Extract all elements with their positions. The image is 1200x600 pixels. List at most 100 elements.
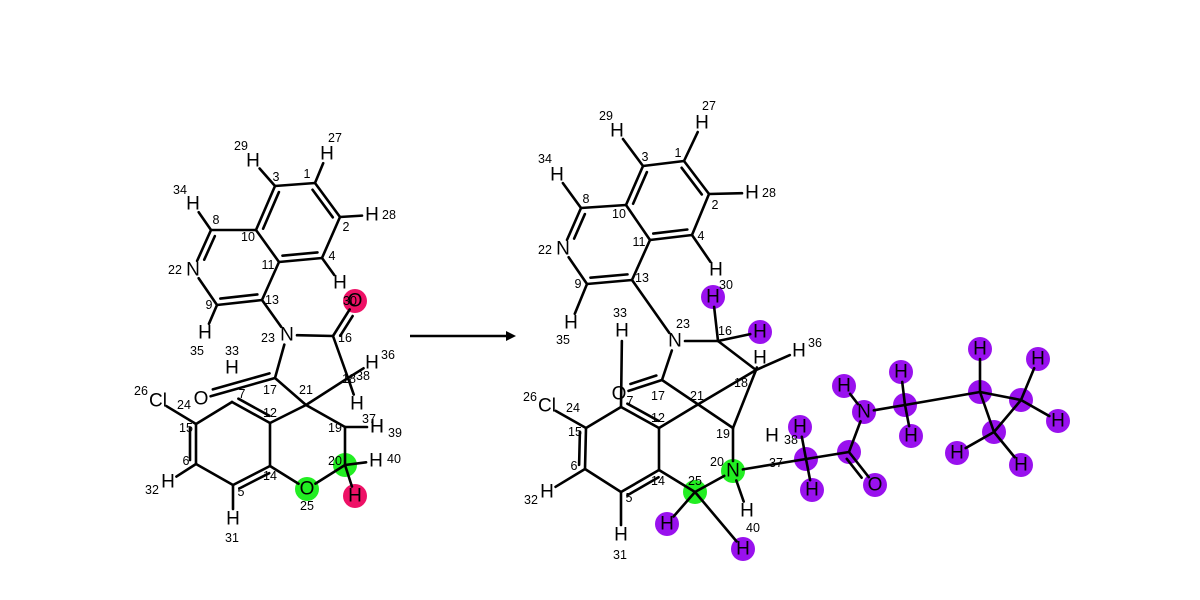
product-atom-number-h35: 35	[556, 333, 570, 347]
product-bond	[579, 203, 628, 210]
product-bond	[554, 409, 588, 430]
reactant-atom-h38: H	[350, 394, 364, 415]
reactant-bond-double	[211, 372, 271, 391]
product-bond	[690, 192, 711, 237]
product-atom-n20: N	[726, 461, 740, 482]
product-atom-number-h36: 36	[808, 336, 822, 350]
product-atom-number-c9: 9	[575, 277, 582, 291]
product-atom-hp16: H	[753, 322, 767, 343]
product-atom-number-c16: 16	[718, 324, 732, 338]
product-bond	[754, 353, 792, 372]
reactant-atom-number-c2: 2	[343, 220, 350, 234]
product-bond	[695, 368, 758, 407]
product-highlight-hcp2b	[1046, 409, 1070, 433]
reactant-atom-o25: O	[300, 479, 315, 500]
product-atom-h27: H	[695, 113, 709, 134]
reactant-atom-h30: H	[333, 273, 347, 294]
reactant-bond	[273, 181, 317, 188]
product-atom-number-h29: 29	[599, 109, 613, 123]
reactant-atom-number-c24: 24	[177, 398, 191, 412]
reactant-atom-h37: H	[370, 417, 384, 438]
reactant-atom-number-c7: 7	[239, 387, 246, 401]
product-atom-number-h40: 40	[746, 521, 760, 535]
product-highlight-nam	[852, 400, 876, 424]
product-highlight-n20	[721, 459, 745, 483]
reactant-atom-number-n23: 23	[261, 331, 275, 345]
reactant-atom-number-h38: 38	[356, 369, 370, 383]
reactant-bond	[194, 400, 234, 426]
reactant-atom-number-h27: 27	[328, 131, 342, 145]
product-bond	[619, 405, 661, 430]
product-bond-double	[626, 475, 660, 497]
product-atom-number-c3: 3	[642, 150, 649, 164]
product-highlight-hp25a	[655, 512, 679, 536]
reactant-bond	[295, 333, 335, 338]
reactant-highlight-o30	[343, 289, 367, 313]
product-bond-double	[680, 166, 704, 196]
product-bond-double	[572, 212, 587, 240]
product-atom-number-c1: 1	[675, 146, 682, 160]
reactant-bond-double	[261, 190, 281, 231]
product-highlight-hp30	[701, 285, 725, 309]
product-highlight-hch2a	[889, 360, 913, 384]
product-bond	[978, 390, 996, 434]
arrow-head-icon	[506, 331, 516, 341]
reactant-bond	[195, 228, 213, 263]
product-atom-oco: O	[868, 475, 883, 496]
product-bond	[1019, 366, 1036, 402]
reactant-atom-number-n22: 22	[168, 263, 182, 277]
product-bond	[693, 474, 726, 494]
reactant-atom-h33: H	[225, 358, 239, 379]
reactant-atom-number-o25: 25	[300, 499, 314, 513]
reactant-bond	[194, 462, 235, 487]
product-bond	[627, 378, 664, 393]
product-highlight-hch2b	[899, 424, 923, 448]
product-bond	[716, 339, 758, 372]
product-bond	[903, 403, 911, 428]
reactant-bond	[197, 276, 219, 307]
product-bond	[583, 426, 588, 471]
reactant-bond	[231, 464, 272, 487]
product-atom-number-c24: 24	[566, 401, 580, 415]
reactant-atom-number-h40: 40	[387, 452, 401, 466]
reactant-bond	[260, 260, 281, 302]
product-atom-h29: H	[610, 121, 624, 142]
reactant-atom-number-cl26: 26	[134, 384, 148, 398]
reaction-arrow	[410, 331, 516, 341]
reactant-atom-number-h39: 39	[388, 426, 402, 440]
product-highlight-hnam	[832, 374, 856, 398]
product-bond-double	[577, 430, 582, 467]
product-bond	[573, 282, 589, 316]
reactant-bond	[346, 376, 356, 396]
product-bond-double	[626, 402, 660, 423]
product-atom-o17: O	[612, 384, 627, 405]
product-atom-hcp2: H	[1031, 349, 1045, 370]
reactant-bond	[343, 460, 368, 467]
product-atom-cl26: Cl	[538, 396, 556, 417]
product-atom-number-c25: 25	[688, 474, 702, 488]
reactant-atom-number-o30: 30	[343, 294, 357, 308]
reactant-bond	[320, 256, 336, 277]
reactant-atom-number-c11: 11	[262, 258, 275, 272]
product-bond	[900, 380, 907, 407]
reactant-atom-number-c19: 19	[328, 421, 342, 435]
product-bond	[735, 479, 745, 503]
reactant-atom-h35: H	[198, 323, 212, 344]
product-atom-h38b: H	[753, 348, 767, 369]
product-atom-number-n23: 23	[676, 317, 690, 331]
product-atom-hcp3b: H	[1014, 455, 1028, 476]
product-bond	[554, 467, 587, 489]
product-bond	[641, 159, 686, 168]
product-bond-double	[845, 457, 863, 480]
product-atom-number-c8: 8	[583, 192, 590, 206]
product-atom-hch2a: H	[894, 362, 908, 383]
reactant-atom-o24: O	[194, 389, 209, 410]
product-atom-number-c6: 6	[571, 459, 578, 473]
reactant-atom-number-c13: 13	[265, 293, 279, 307]
reactant-atom-number-c8: 8	[213, 213, 220, 227]
reactant-atom-h27: H	[320, 144, 334, 165]
product-atom-number-c21: 21	[690, 389, 704, 403]
product-atom-hp25b: H	[736, 539, 750, 560]
reactant-atom-number-h28: 28	[382, 208, 396, 222]
